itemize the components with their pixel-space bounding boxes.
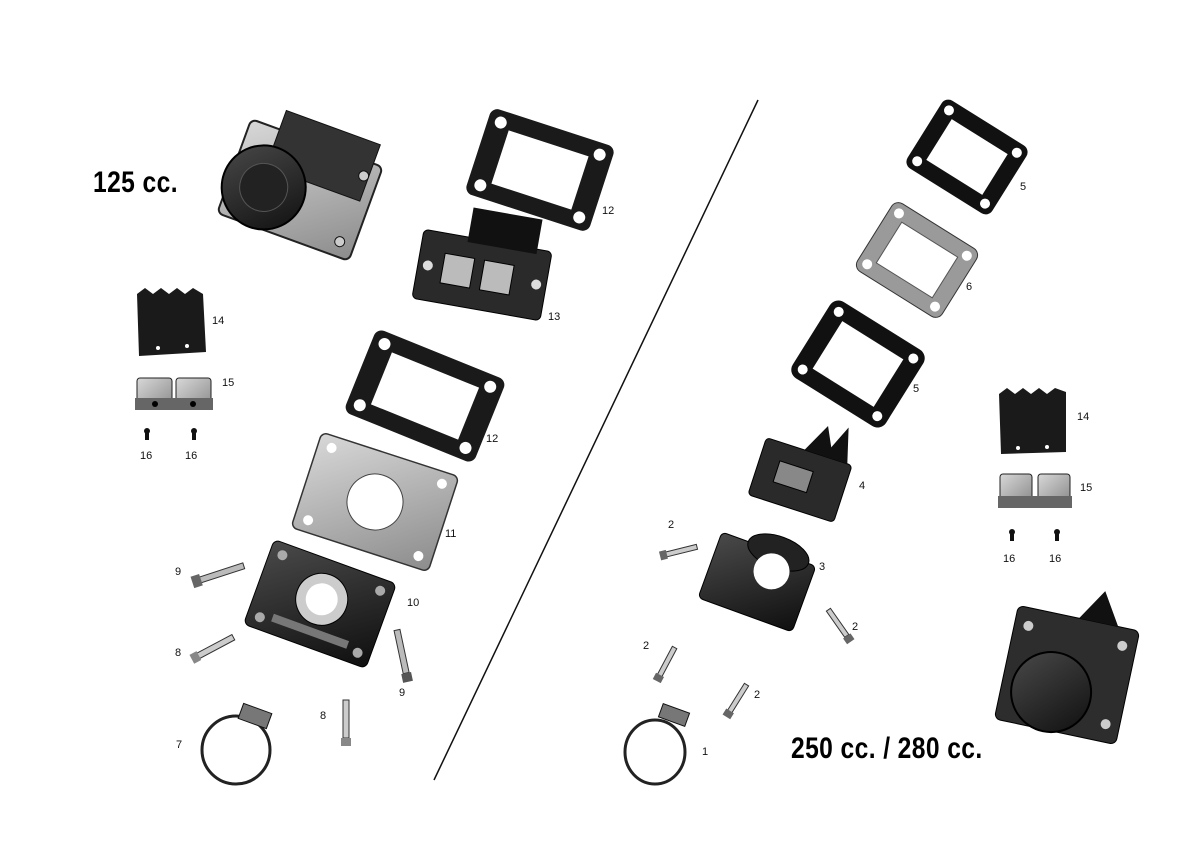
reed-valve-assembly-image: [217, 109, 383, 261]
stop-plate-15-left: [135, 377, 213, 410]
callout-left: 8: [320, 710, 327, 722]
section-divider: [433, 99, 759, 781]
callout-right: 2: [668, 519, 675, 531]
spacer-plate-11: [291, 433, 459, 571]
callout-left: 11: [445, 528, 457, 540]
callout-left: 7: [176, 739, 183, 751]
callout-right: 2: [754, 689, 761, 701]
bolt-2-b: [825, 607, 855, 645]
bolt-2-c: [652, 645, 678, 684]
reed-valve-assembly-right-image: [994, 591, 1140, 745]
callout-right: 15: [1080, 482, 1093, 494]
callout-left: 16: [140, 450, 153, 462]
gasket-6: [855, 202, 979, 318]
screws-16-left: [144, 428, 197, 440]
bolt-8-bottom: [341, 699, 351, 746]
manifold-3: [698, 532, 816, 632]
reed-petal-14-right: [999, 388, 1066, 454]
gasket-5-top: [906, 99, 1028, 215]
callout-left: 12: [486, 433, 499, 445]
bolt-8-left: [189, 633, 236, 664]
callout-left: 9: [399, 687, 406, 699]
callout-left: 14: [212, 315, 225, 327]
callout-right: 2: [643, 640, 650, 652]
manifold-10: [244, 540, 396, 668]
callout-right: 4: [859, 480, 866, 492]
reed-block-4: [748, 426, 852, 522]
hose-clamp-7: [200, 702, 273, 786]
callout-right: 3: [819, 561, 826, 573]
callout-left: 12: [602, 205, 615, 217]
callout-right: 5: [1020, 181, 1027, 193]
section-title-250-280cc: 250 cc. / 280 cc.: [791, 732, 983, 765]
callout-right: 1: [702, 746, 709, 758]
bolt-9-right-of-manifold: [393, 628, 413, 683]
bolt-9-left: [190, 562, 246, 589]
bolt-2-d: [722, 682, 750, 720]
gasket-5-mid: [791, 300, 925, 428]
callout-right: 5: [913, 383, 920, 395]
callout-left: 13: [548, 311, 561, 323]
callout-left: 10: [407, 597, 420, 609]
callout-right: 16: [1003, 553, 1016, 565]
callout-right: 6: [966, 281, 973, 293]
reed-block-13: [412, 207, 552, 321]
gasket-12-mid: [345, 330, 505, 462]
stop-plate-15-right: [998, 473, 1072, 508]
callout-right: 16: [1049, 553, 1062, 565]
callout-left: 9: [175, 566, 182, 578]
callout-right: 2: [852, 621, 859, 633]
reed-petal-14-left: [137, 288, 206, 356]
screws-16-right: [1009, 529, 1060, 541]
callout-right: 14: [1077, 411, 1090, 423]
callout-left: 16: [185, 450, 198, 462]
section-title-125cc: 125 cc.: [93, 166, 178, 199]
callout-left: 8: [175, 647, 182, 659]
bolt-2-a: [658, 543, 699, 561]
gasket-12-top: [466, 109, 614, 231]
hose-clamp-1: [623, 702, 691, 786]
callout-left: 15: [222, 377, 235, 389]
